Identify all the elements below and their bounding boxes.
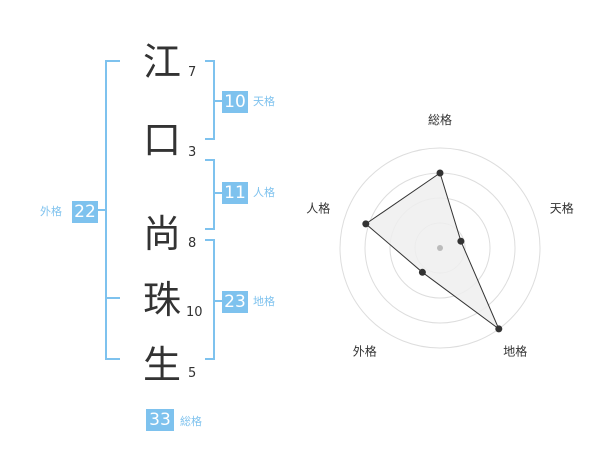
radar-point-5 [362, 220, 370, 228]
gaikaku-label: 外格 [40, 205, 62, 218]
name-char-3: 尚 [142, 212, 181, 256]
name-char-1: 江 [142, 40, 181, 84]
radar-points [362, 169, 503, 333]
radar-ring-4 [339, 147, 541, 349]
radar-area [364, 172, 500, 331]
radar-axis-label-2: 天格 [550, 200, 574, 215]
gaikaku-value-badge: 22 [72, 201, 98, 223]
radar-axis-label-4: 外格 [353, 344, 377, 359]
jinkaku-label: 人格 [253, 186, 275, 199]
jinkaku-value-badge: 11 [222, 182, 248, 204]
tenkaku-value-badge: 10 [222, 91, 248, 113]
chikaku-label: 地格 [253, 295, 275, 308]
radar-axis-label-1: 総格 [428, 112, 452, 127]
stroke-count-2: 3 [188, 145, 197, 160]
name-char-5: 生 [142, 343, 181, 387]
stroke-count-5: 5 [188, 366, 197, 381]
radar-center-dot [437, 245, 443, 251]
radar-axis-label-3: 地格 [503, 344, 527, 359]
jinkaku-bracket [205, 159, 215, 230]
name-char-4: 珠 [142, 278, 181, 322]
soukaku-label: 総格 [180, 415, 202, 428]
radar-point-2 [457, 237, 465, 245]
radar-axis-label-5: 人格 [306, 200, 330, 215]
radar-point-4 [418, 268, 426, 276]
radar-point-3 [495, 325, 503, 333]
stroke-count-3: 8 [188, 236, 197, 251]
stroke-count-4: 10 [186, 305, 203, 320]
tenkaku-label: 天格 [253, 95, 275, 108]
radar-point-1 [436, 169, 444, 177]
soukaku-value-badge: 33 [146, 409, 174, 431]
name-char-2: 口 [142, 118, 181, 162]
chikaku-value-badge: 23 [222, 291, 248, 313]
stroke-count-1: 7 [188, 65, 197, 80]
chikaku-bracket [205, 239, 215, 360]
